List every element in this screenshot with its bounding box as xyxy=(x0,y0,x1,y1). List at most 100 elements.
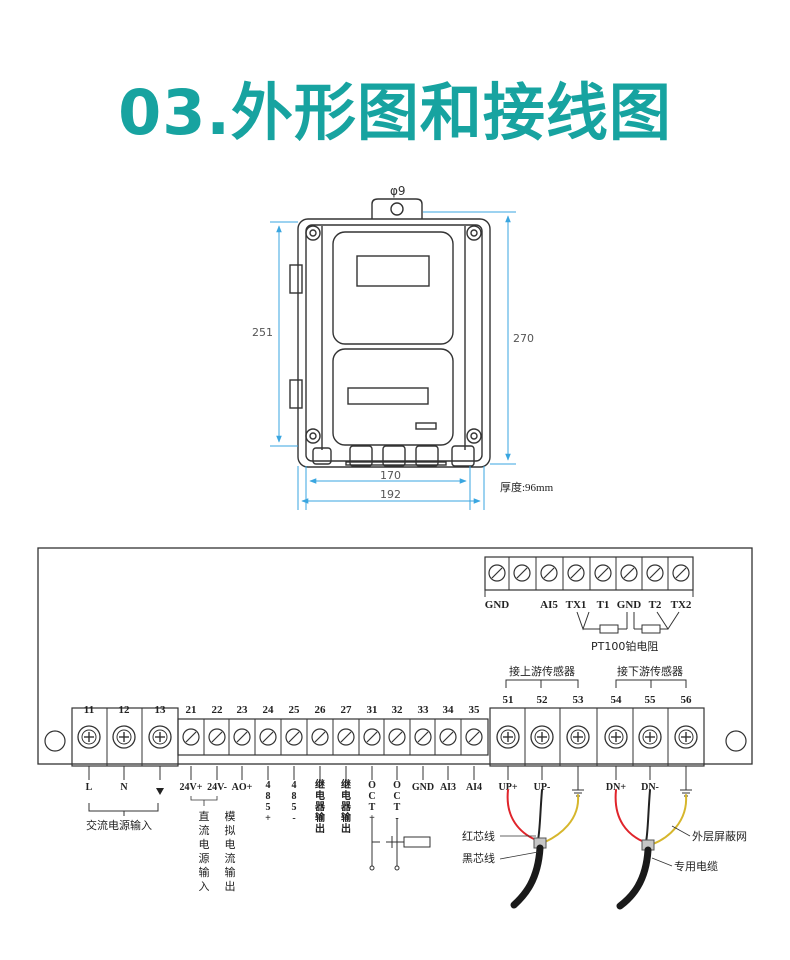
terminal-label: 24V+ xyxy=(180,782,203,793)
terminal-number: 13 xyxy=(155,704,167,716)
dc-power-label: 输 xyxy=(199,865,210,879)
dc-power-label: 电 xyxy=(199,838,210,851)
terminal-label: O xyxy=(393,780,401,791)
terminal-label: L xyxy=(86,782,93,793)
top-terminal-label: T1 xyxy=(597,599,610,611)
terminal-label: 电 xyxy=(315,789,325,802)
mounting-hole-left xyxy=(44,730,66,752)
terminal-label: C xyxy=(393,791,400,802)
terminal-number: 23 xyxy=(237,704,249,716)
terminal-label: AO+ xyxy=(232,782,253,793)
sensor-group-brackets xyxy=(505,679,687,688)
analog-output-label: 输 xyxy=(225,865,236,879)
terminal-number: 56 xyxy=(681,694,693,706)
terminal-number: 27 xyxy=(341,704,353,716)
terminal-number: 25 xyxy=(289,704,301,716)
screw-icon xyxy=(311,728,329,746)
screw-icon xyxy=(496,725,520,749)
terminal-label: T xyxy=(369,802,376,813)
terminal-number: 53 xyxy=(573,694,585,706)
screw-icon xyxy=(182,728,200,746)
terminal-label: 出 xyxy=(315,822,325,835)
top-terminal-label: T2 xyxy=(649,599,662,611)
downstream-label: 接下游传感器 xyxy=(617,665,683,678)
black-wire-upstream xyxy=(537,789,543,841)
dc-power-label: 入 xyxy=(199,880,210,893)
enclosure-drawing xyxy=(289,198,491,468)
screw-icon xyxy=(513,564,531,582)
sensor-cables xyxy=(506,789,688,910)
terminal-label: + xyxy=(265,813,271,824)
dimension-lines xyxy=(270,211,516,510)
terminal-label: 输 xyxy=(315,811,326,824)
terminal-label: 24V- xyxy=(207,782,227,793)
dc-power-label: 直 xyxy=(199,809,210,823)
black-wire-downstream xyxy=(645,789,651,843)
analog-output-label: 拟 xyxy=(225,823,236,837)
terminal-number: 32 xyxy=(392,704,404,716)
terminal-label: GND xyxy=(412,782,434,793)
terminal-label: 5 xyxy=(292,802,297,813)
red-wire-label: 红芯线 xyxy=(462,829,495,843)
terminal-label: 器 xyxy=(340,801,352,813)
terminal-number: 24 xyxy=(263,704,275,716)
terminal-label: N xyxy=(120,782,128,793)
screw-icon xyxy=(566,725,590,749)
screw-icon xyxy=(285,728,303,746)
screw-icon xyxy=(594,564,612,582)
terminal-number: 21 xyxy=(186,704,197,716)
top-terminal-label: TX1 xyxy=(566,599,587,611)
red-wire-downstream xyxy=(614,789,645,843)
screw-icon xyxy=(363,728,381,746)
dc-power-label: 流 xyxy=(199,823,210,837)
pt100-resistor-wiring xyxy=(576,611,680,634)
screw-icon xyxy=(488,564,506,582)
leader-lines xyxy=(499,825,691,867)
analog-output-label: 出 xyxy=(225,879,236,893)
width-192-label: 192 xyxy=(380,488,401,501)
upstream-label: 接上游传感器 xyxy=(509,665,575,678)
terminal-label: C xyxy=(368,791,375,802)
terminal-label: DN+ xyxy=(606,782,626,793)
screw-icon xyxy=(112,725,136,749)
dc-power-label: 源 xyxy=(199,851,210,865)
terminal-label: 8 xyxy=(266,791,271,802)
top-terminal-label: TX2 xyxy=(671,599,692,611)
red-wire-upstream xyxy=(506,789,537,841)
terminal-number: 55 xyxy=(645,694,657,706)
terminal-number: 51 xyxy=(503,694,514,706)
height-251-label: 251 xyxy=(252,326,273,339)
screw-icon xyxy=(305,225,482,444)
terminal-label: 电 xyxy=(341,789,351,802)
analog-output-label: 模 xyxy=(225,810,236,823)
oct-switch xyxy=(369,818,431,871)
terminal-board xyxy=(37,547,753,765)
screw-icon xyxy=(646,564,664,582)
hole-diameter-label: φ9 xyxy=(390,184,406,198)
screw-icon xyxy=(388,728,406,746)
screw-icon xyxy=(638,725,662,749)
terminal-number: 12 xyxy=(119,704,131,716)
top-terminal-label: GND xyxy=(485,599,510,611)
analog-output-label: 流 xyxy=(225,851,236,865)
screw-icon xyxy=(439,728,457,746)
screw-icon xyxy=(233,728,251,746)
terminal-label: 5 xyxy=(266,802,271,813)
terminal-label: 继 xyxy=(341,778,351,791)
screw-icon xyxy=(530,725,554,749)
screw-icon xyxy=(148,725,172,749)
pt100-label: PT100铂电阻 xyxy=(591,639,658,653)
terminal-label: 继 xyxy=(315,778,325,791)
screw-icon xyxy=(672,564,690,582)
terminal-number: 26 xyxy=(315,704,327,716)
terminal-label: 4 xyxy=(292,780,297,791)
cable-upstream xyxy=(510,844,544,909)
terminal-number: 22 xyxy=(212,704,224,716)
terminal-label: 4 xyxy=(266,780,271,791)
height-270-label: 270 xyxy=(513,332,534,345)
screw-icon xyxy=(414,728,432,746)
screw-icon xyxy=(208,728,226,746)
ground-icon xyxy=(156,788,164,795)
